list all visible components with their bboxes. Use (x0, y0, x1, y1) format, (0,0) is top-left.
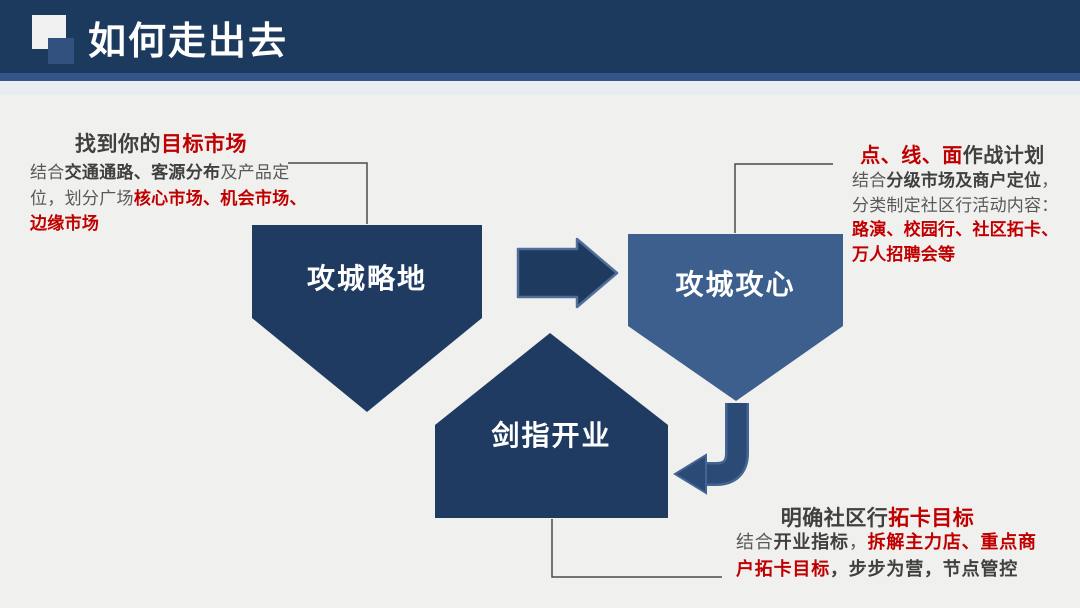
connector-top-right (734, 163, 833, 233)
elbow-arrowhead-icon (673, 453, 707, 495)
connector-bottom (551, 519, 722, 578)
annotation-line: 户拓卡目标，步步为营，节点管控 (736, 556, 1037, 583)
pentagon-step2-shape (628, 234, 843, 401)
text-segment: 及产品定 (220, 163, 290, 182)
text-segment: 明确社区行 (780, 507, 889, 530)
text-segment: 作战计划 (962, 145, 1045, 167)
pentagon-step3-shape (435, 333, 668, 518)
text-segment: 结合 (736, 532, 774, 552)
annotation-top-right-body: 结合分级市场及商户定位， 分类制定社区行活动内容： 路演、校园行、社区拓卡、 万… (852, 169, 1058, 267)
step2-label: 攻城攻心 (675, 269, 796, 300)
text-segment: 位，划分广场 (30, 188, 134, 208)
annotation-line: 位，划分广场核心市场、机会市场、 (30, 186, 307, 212)
text-segment: ， (848, 532, 868, 552)
text-segment: 拆解主力店、重点商 (867, 532, 1037, 552)
annotation-line: 分类制定社区行活动内容： (852, 194, 1058, 219)
annotation-line: 结合分级市场及商户定位， (852, 169, 1058, 194)
text-segment: ， (1041, 171, 1059, 190)
annotation-top-right-heading: 点、线、面作战计划 (845, 139, 1060, 168)
overlapping-squares-icon (48, 38, 74, 64)
pentagon-step1-shape (252, 225, 482, 412)
annotation-bottom-right-body: 结合开业指标，拆解主力店、重点商 户拓卡目标，步步为营，节点管控 (736, 529, 1037, 582)
annotation-top-left-body: 结合交通通路、客源分布及产品定 位，划分广场核心市场、机会市场、 边缘市场 (30, 160, 307, 237)
elbow-arrow-down-left-icon (705, 403, 747, 484)
annotation-line: 路演、校园行、社区拓卡、 (852, 218, 1058, 243)
header-bar (0, 0, 1080, 73)
step1-label: 攻城略地 (306, 263, 427, 294)
text-segment: 开业指标 (773, 532, 849, 552)
annotation-bottom-right-heading: 明确社区行拓卡目标 (745, 502, 1010, 532)
text-segment: 拓卡目标 (888, 507, 975, 530)
text-segment: 户拓卡目标 (736, 558, 830, 579)
annotation-line: 结合交通通路、客源分布及产品定 (30, 160, 307, 186)
text-segment: 结合 (852, 171, 887, 190)
step3-label: 剑指开业 (491, 420, 612, 451)
text-segment: ，步步为营，节点管控 (830, 558, 1018, 579)
text-segment: 路演、校园行、社区拓卡、 (852, 220, 1059, 239)
text-segment: 分级市场及商户定位 (886, 171, 1042, 190)
text-segment: 边缘市场 (30, 214, 100, 233)
text-segment: 点、线、面 (860, 145, 963, 167)
text-segment: 万人招聘会等 (852, 244, 956, 264)
header-light-band (0, 81, 1080, 95)
text-segment: 交通通路、客源分布 (64, 163, 221, 182)
header-accent-strip (0, 73, 1080, 81)
text-segment: 分类制定社区行活动内容： (852, 195, 1059, 215)
text-segment: 找到你的 (75, 133, 161, 156)
page-title: 如何走出去 (88, 21, 289, 63)
annotation-line: 结合开业指标，拆解主力店、重点商 (736, 529, 1037, 556)
block-arrow-right-icon (516, 237, 619, 309)
annotation-line: 万人招聘会等 (852, 243, 1058, 268)
connector-top-left (288, 162, 368, 224)
text-segment: 结合 (30, 163, 65, 182)
text-segment: 目标市场 (161, 133, 247, 156)
annotation-top-left-heading: 找到你的目标市场 (30, 128, 292, 158)
text-segment: 核心市场、机会市场、 (133, 188, 307, 208)
annotation-line: 边缘市场 (30, 211, 307, 237)
